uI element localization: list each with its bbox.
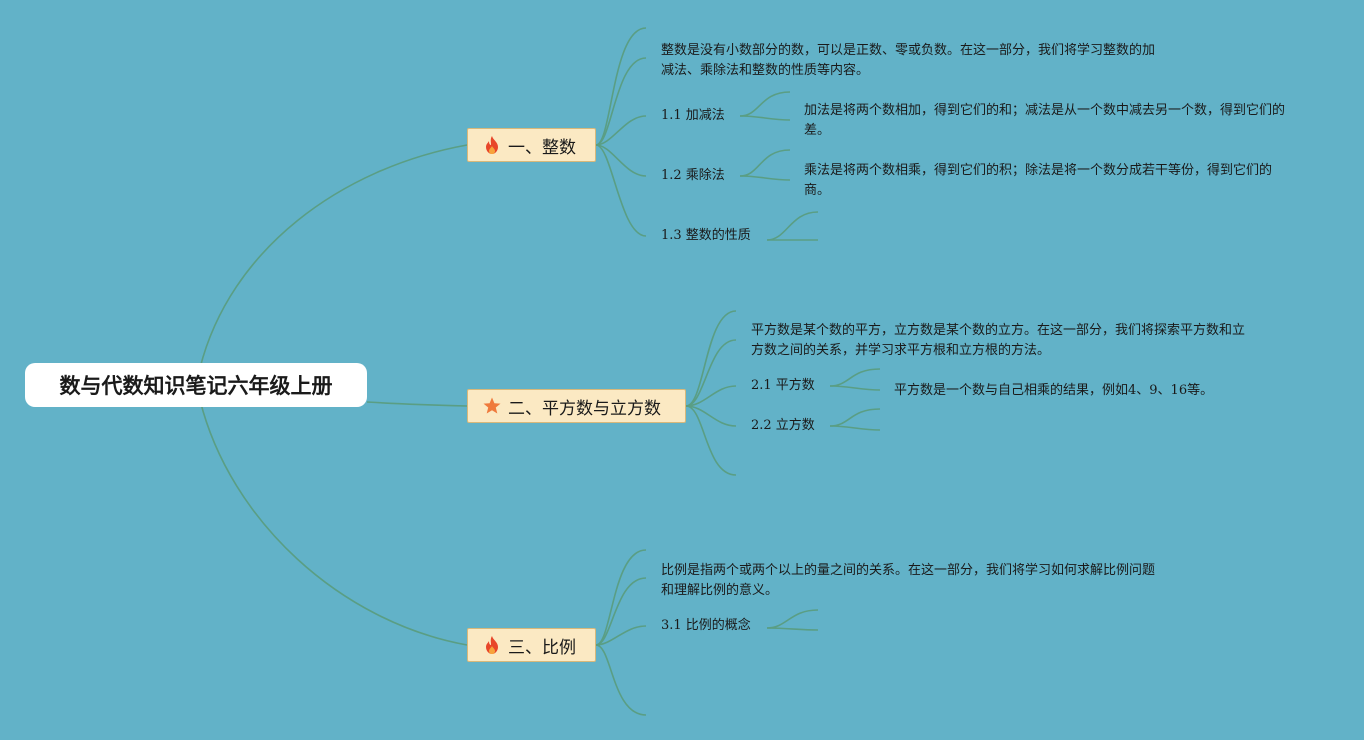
connector-s12-a <box>739 149 791 177</box>
connector-t1-desc <box>595 57 647 146</box>
topic-label: 三、比例 <box>508 637 576 658</box>
subtopic-label[interactable]: 1.2 乘除法 <box>661 168 725 183</box>
connector-s31-a <box>766 609 819 629</box>
connector-s21-b <box>829 385 881 391</box>
subtopic-label[interactable]: 2.1 平方数 <box>751 378 815 393</box>
topic-integers[interactable]: 一、整数 <box>467 128 596 162</box>
connector-t1-s3 <box>595 144 647 237</box>
connector-t3-top <box>595 549 647 646</box>
topic-ratio[interactable]: 三、比例 <box>467 628 596 662</box>
connector-t2-s2 <box>685 405 737 427</box>
topic3-description: 比例是指两个或两个以上的量之间的关系。在这一部分，我们将学习如何求解比例问题和理… <box>661 563 1156 598</box>
connector-t1-s1 <box>595 115 647 146</box>
connector-root-topic1 <box>199 144 468 369</box>
star-icon <box>482 396 502 416</box>
connector-t1-s2 <box>595 144 647 177</box>
subtopic-detail: 乘法是将两个数相乘，得到它们的积；除法是将一个数分成若干等份，得到它们的商。 <box>804 163 1273 198</box>
connector-t3-s1 <box>595 625 647 646</box>
root-title: 数与代数知识笔记六年级上册 <box>59 374 333 398</box>
topic-label: 一、整数 <box>508 137 576 158</box>
subtopic-detail: 加法是将两个数相加，得到它们的和；减法是从一个数中减去另一个数，得到它们的差。 <box>804 103 1286 138</box>
connector-root-topic3 <box>199 399 468 646</box>
subtopic-label[interactable]: 2.2 立方数 <box>751 418 815 433</box>
connector-t1-top <box>595 27 647 146</box>
fire-icon <box>482 135 502 155</box>
connector-s12-b <box>739 175 791 181</box>
topic2-description: 平方数是某个数的平方，立方数是某个数的立方。在这一部分，我们将探索平方数和立方数… <box>751 323 1246 358</box>
connector-t3-bottom <box>595 644 647 716</box>
connector-s22-a <box>829 408 881 427</box>
subtopic-label[interactable]: 1.1 加减法 <box>661 108 725 123</box>
subtopic-label[interactable]: 3.1 比例的概念 <box>661 618 751 633</box>
subtopic-detail: 平方数是一个数与自己相乘的结果，例如4、9、16等。 <box>894 383 1214 398</box>
connector-s21-a <box>829 368 881 387</box>
subtopic-label[interactable]: 1.3 整数的性质 <box>661 228 751 243</box>
connector-root-topic2 <box>366 401 468 407</box>
topic-squares-cubes[interactable]: 二、平方数与立方数 <box>467 389 686 423</box>
connector-t2-s1 <box>685 385 737 407</box>
connector-s11-a <box>739 91 791 117</box>
connector-t3-desc <box>595 577 647 646</box>
connector-s31-b <box>766 627 819 631</box>
connector-t2-bottom <box>685 405 737 476</box>
topic-label: 二、平方数与立方数 <box>508 398 661 419</box>
topic1-description: 整数是没有小数部分的数，可以是正数、零或负数。在这一部分，我们将学习整数的加减法… <box>661 43 1156 78</box>
root-node[interactable]: 数与代数知识笔记六年级上册 <box>25 363 367 407</box>
connector-s22-b <box>829 425 881 431</box>
connector-t2-top <box>685 310 737 407</box>
connector-t2-desc <box>685 339 737 407</box>
fire-icon <box>482 635 502 655</box>
connector-s11-b <box>739 115 791 121</box>
connector-s13-a <box>766 211 819 241</box>
